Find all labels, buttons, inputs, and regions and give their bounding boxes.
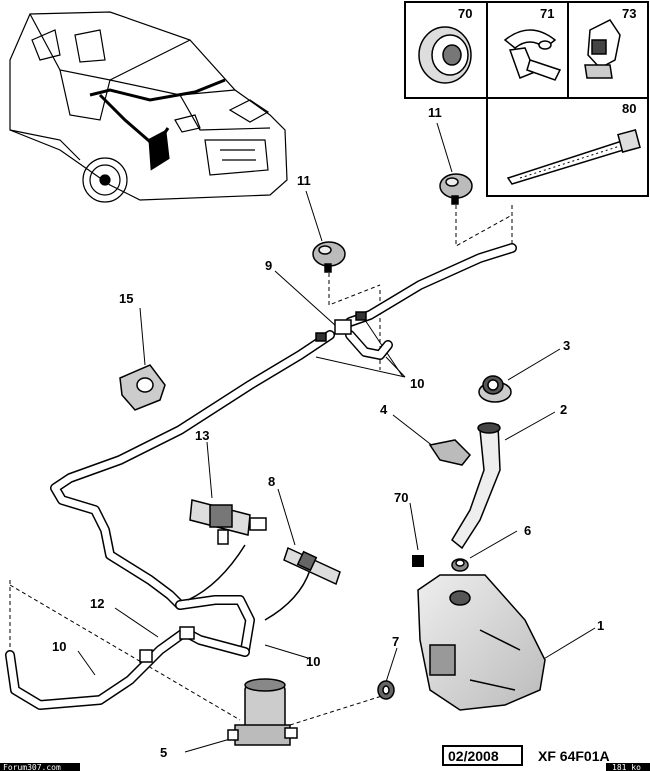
- part-label-1: 1: [597, 618, 604, 633]
- grommet-70-drawing: [418, 26, 472, 84]
- part-label-5: 5: [160, 745, 167, 760]
- filler-cap-3: [478, 375, 512, 403]
- car-washer-hose-highlight: [89, 78, 226, 171]
- part-label-15: 15: [119, 291, 133, 306]
- part-label-11-right: 11: [428, 105, 442, 120]
- footer-reference: XF 64F01A: [538, 748, 610, 764]
- watermark-site: Forum307.com: [3, 763, 61, 771]
- hose-connectors: [139, 311, 367, 663]
- clip-71-drawing: [503, 29, 562, 81]
- connector-73-drawing: [584, 19, 621, 79]
- straight-connector-8: [283, 546, 341, 586]
- grommet-70-marker: [412, 555, 424, 567]
- connector-curves: [187, 544, 311, 621]
- cable-tie-80-drawing: [506, 129, 641, 185]
- parts-box-grid: [404, 1, 649, 197]
- part-label-7: 7: [392, 634, 399, 649]
- part-label-70: 70: [458, 6, 472, 21]
- watermark-size-bar: [606, 763, 650, 771]
- part-label-11-left: 11: [297, 173, 311, 188]
- watermark-site-bar: [0, 763, 80, 771]
- filler-neck-2: [451, 422, 501, 550]
- footer-date-box: [442, 745, 523, 766]
- bracket-15: [119, 364, 166, 411]
- part-label-80: 80: [622, 101, 636, 116]
- watermark-size: 181 ko: [612, 763, 641, 771]
- part-label-70-tank: 70: [394, 490, 408, 505]
- washer-reservoir-1: [417, 574, 546, 711]
- part-label-6: 6: [524, 523, 531, 538]
- nozzle-11-right: [439, 173, 473, 205]
- car-illustration: [9, 11, 288, 203]
- t-connector-13: [189, 499, 267, 545]
- clip-4: [428, 439, 472, 466]
- part-label-13: 13: [195, 428, 209, 443]
- footer-date: 02/2008: [448, 748, 499, 764]
- nozzle-11-left: [312, 241, 346, 273]
- part-label-73: 73: [622, 6, 636, 21]
- grommet-7: [377, 680, 395, 700]
- washer-pump-5: [227, 678, 298, 746]
- part-label-3: 3: [563, 338, 570, 353]
- part-label-2: 2: [560, 402, 567, 417]
- part-label-10-bottom: 10: [306, 654, 320, 669]
- grommet-6: [451, 558, 469, 572]
- part-label-10-left: 10: [52, 639, 66, 654]
- part-label-9: 9: [265, 258, 272, 273]
- part-label-8: 8: [268, 474, 275, 489]
- part-label-71: 71: [540, 6, 554, 21]
- part-label-12: 12: [90, 596, 104, 611]
- part-label-4: 4: [380, 402, 388, 417]
- part-label-10-top: 10: [410, 376, 424, 391]
